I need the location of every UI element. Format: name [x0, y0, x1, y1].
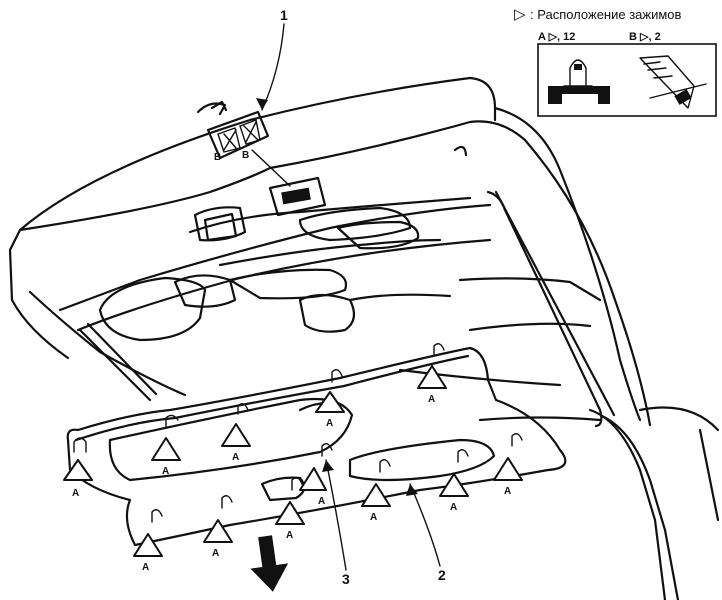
- clip-marker: A: [315, 369, 345, 429]
- callout-3: 3: [322, 459, 350, 587]
- clip-marker: A: [275, 477, 305, 541]
- clip-label: A: [162, 466, 169, 477]
- clip-marker: A: [133, 509, 163, 573]
- clip-marker: A: [361, 459, 391, 523]
- clip-label: A: [318, 496, 325, 507]
- legend-clip-b-label: B ▷, 2: [629, 31, 661, 43]
- clip-label: A: [232, 452, 239, 463]
- clip-label: A: [72, 488, 79, 499]
- switch-label-b-right: B: [242, 150, 249, 161]
- switch-label-b-left: B: [214, 152, 221, 163]
- legend-box: [537, 43, 717, 117]
- callout-1-label: 1: [280, 7, 288, 23]
- clip-label: A: [428, 394, 435, 405]
- clip-markers: A A A A A A A A A A A A: [63, 343, 523, 573]
- clip-label: A: [286, 530, 293, 541]
- legend-title: : Расположение зажимов: [530, 7, 682, 22]
- legend-marker: ▷: [514, 6, 526, 23]
- removal-direction-arrow-icon: [250, 535, 289, 592]
- callout-2: 2: [406, 483, 446, 583]
- callout-2-label: 2: [438, 567, 446, 583]
- legend-clip-a-label: A ▷, 12: [538, 31, 575, 43]
- clip-label: A: [504, 486, 511, 497]
- clip-label: A: [212, 548, 219, 559]
- callout-3-label: 3: [342, 571, 350, 587]
- clip-b-detail-icon: [639, 55, 707, 109]
- clip-label: A: [450, 502, 457, 513]
- clip-marker: A: [63, 437, 93, 499]
- clip-legend: ▷ : Расположение зажимов A ▷, 12 B ▷, 2: [514, 6, 717, 117]
- clip-a-detail-icon: [548, 59, 610, 104]
- clip-marker: A: [299, 443, 333, 507]
- switch-assembly: B B: [196, 100, 291, 187]
- clip-marker: A: [203, 495, 233, 559]
- clip-marker: A: [417, 343, 447, 405]
- clip-marker: A: [221, 403, 251, 463]
- trim-panel: [66, 346, 567, 547]
- callout-1: 1: [256, 7, 288, 111]
- tailgate-body: [8, 76, 720, 600]
- clip-label: A: [370, 512, 377, 523]
- clip-label: A: [142, 562, 149, 573]
- clip-marker: A: [493, 433, 523, 497]
- clip-marker: A: [151, 414, 181, 477]
- clip-marker: A: [439, 449, 469, 513]
- clip-label: A: [326, 418, 333, 429]
